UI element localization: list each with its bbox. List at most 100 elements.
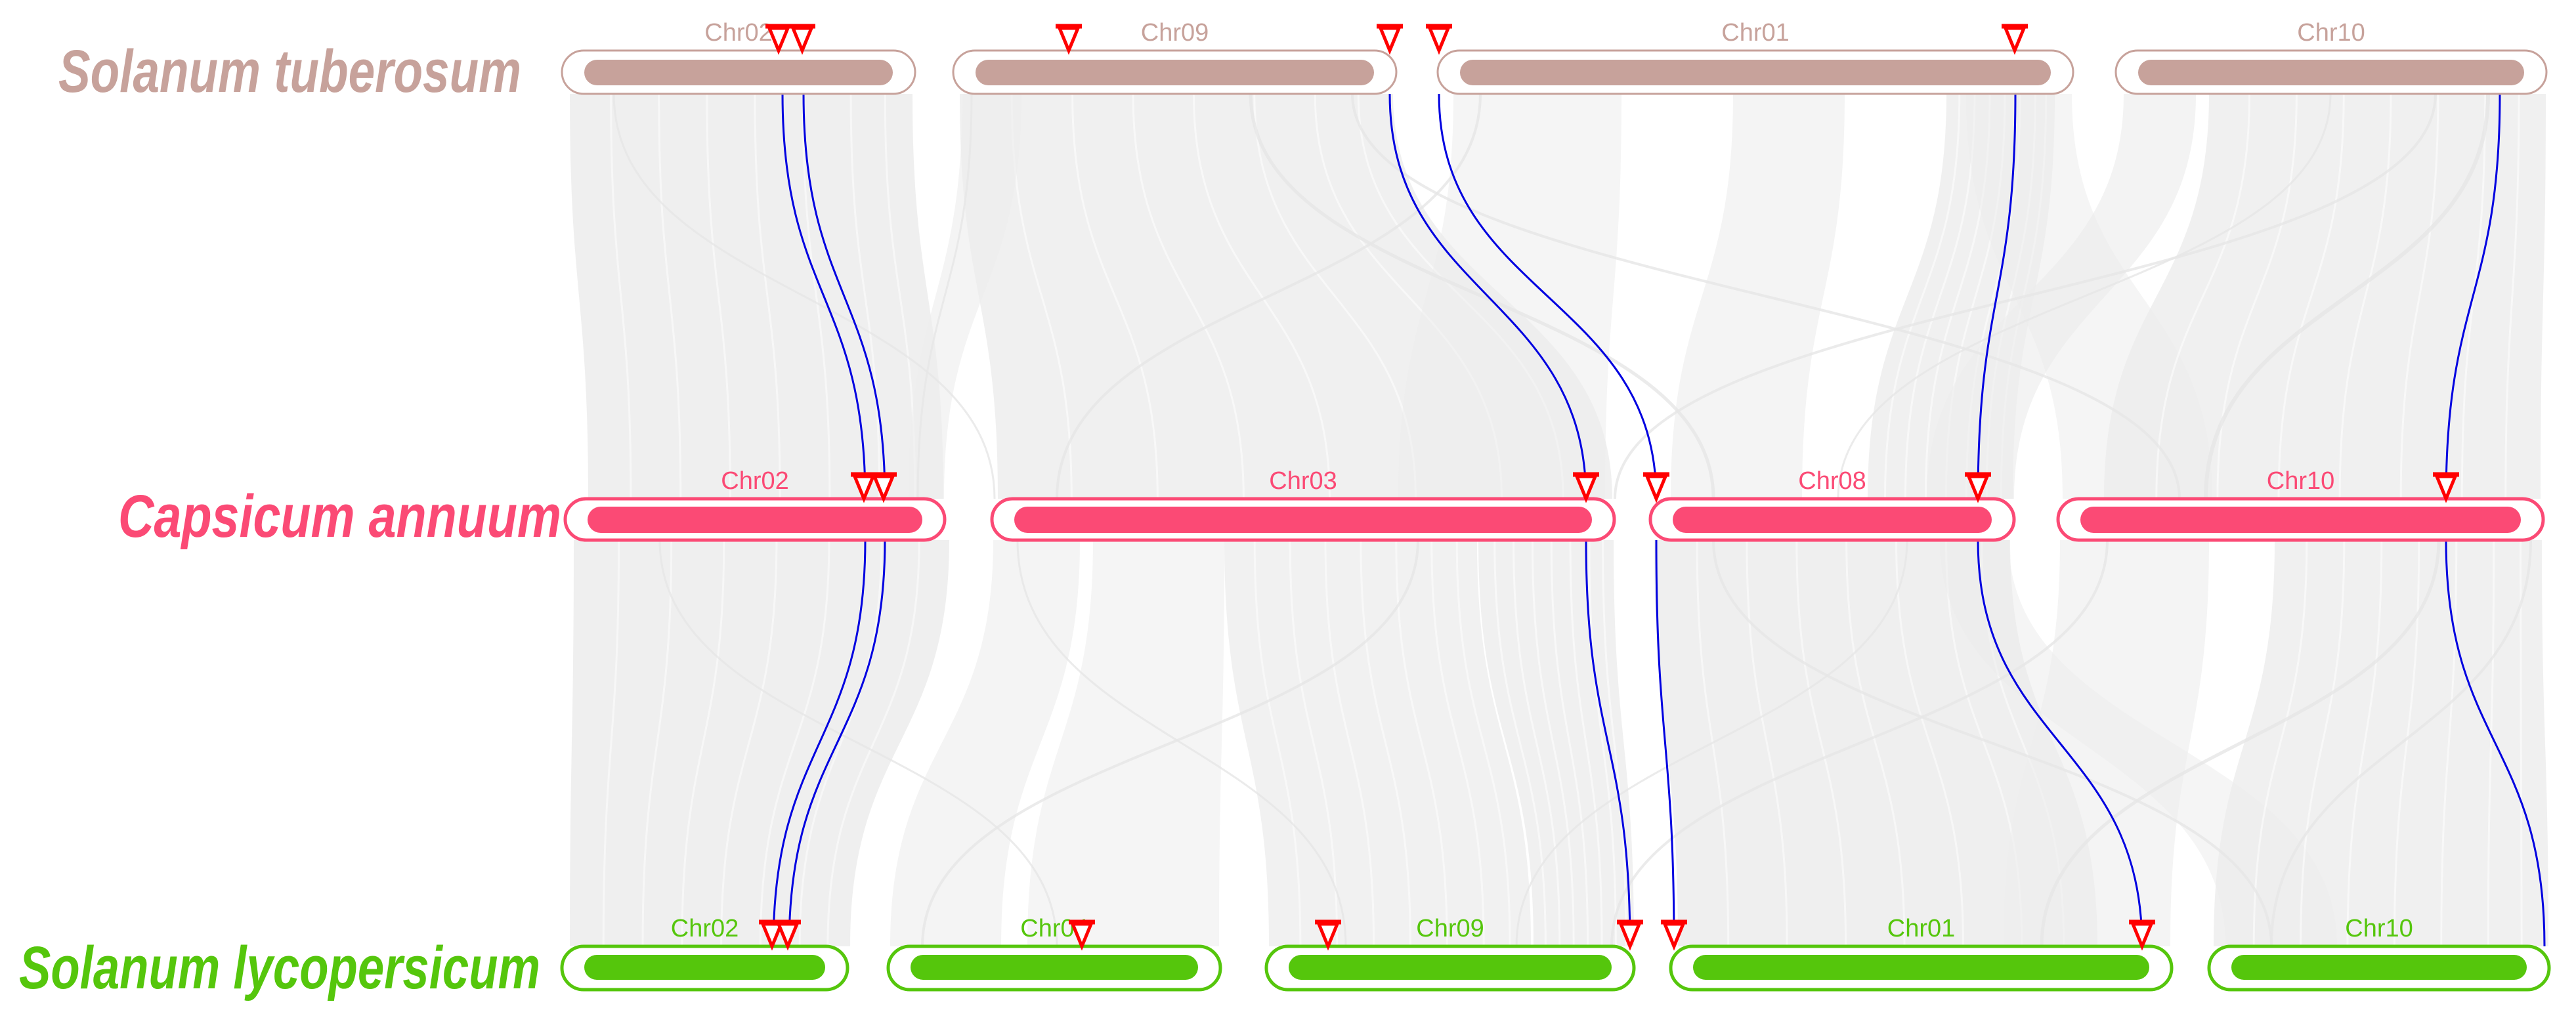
synteny-filament xyxy=(1016,539,1347,947)
chromosome-bar xyxy=(2080,507,2521,533)
ribbon-stripe xyxy=(1253,539,1302,947)
ribbon-stripe xyxy=(2338,93,2392,499)
highlight-link-top-segment xyxy=(1438,93,1658,499)
chromosome-bar xyxy=(1289,955,1612,980)
highlight-link-top-segment xyxy=(781,93,867,499)
synteny-ribbon xyxy=(2104,94,2546,499)
marker-triangle-icon xyxy=(790,26,814,55)
chromosome-bar xyxy=(2231,955,2527,980)
chromosome-label: Chr02 xyxy=(671,915,739,942)
ribbon-stripe xyxy=(1430,539,1485,947)
marker-triangle-icon xyxy=(1644,474,1668,503)
synteny-filament xyxy=(2270,539,2532,947)
synteny-ribbon xyxy=(1027,540,1224,946)
ribbon-stripe xyxy=(802,93,831,499)
chromosome-label: Chr09 xyxy=(1141,19,1209,47)
ribbon-stripe xyxy=(1795,539,1847,947)
ribbon-stripe xyxy=(1395,539,1448,947)
marker-triangle-icon xyxy=(2003,26,2027,55)
ribbon-stripe xyxy=(1360,539,1411,947)
synteny-ribbon xyxy=(570,94,943,499)
synteny-filament xyxy=(1610,539,2109,947)
chromosome-bar xyxy=(2138,60,2524,85)
chromosome-label: Chr01 xyxy=(1887,915,1956,942)
ribbon-stripe xyxy=(2300,539,2346,947)
synteny-filaments-layer xyxy=(612,93,2532,947)
chromosome-label: Chr08 xyxy=(1798,467,1866,495)
chromosome-label: Chr02 xyxy=(721,467,789,495)
synteny-filament xyxy=(1614,93,2437,499)
synteny-ribbon xyxy=(1224,540,1531,946)
synteny-filament xyxy=(1712,539,2273,947)
ribbon-stripe xyxy=(2487,539,2495,947)
synteny-filament xyxy=(921,539,1419,947)
highlight-link-bottom-segment xyxy=(1977,539,2143,947)
ribbon-stripe xyxy=(1132,93,1245,499)
ribbon-stripe xyxy=(1569,539,1603,947)
synteny-filament xyxy=(612,93,996,499)
synteny-filament xyxy=(2040,539,2441,947)
synteny-filament xyxy=(1515,539,1908,947)
ribbon-stripe xyxy=(2504,93,2520,499)
ribbon-stripe xyxy=(2519,539,2523,947)
highlight-link-top-segment xyxy=(1977,93,2017,499)
chromosome-bar xyxy=(1460,60,2051,85)
chromosome-label: Chr10 xyxy=(2297,19,2365,47)
chromosome-label: Chr09 xyxy=(1416,915,1484,942)
highlight-link-top-segment xyxy=(1388,93,1587,499)
ribbon-stripe xyxy=(658,93,682,499)
highlight-link-top-segment xyxy=(2445,93,2501,499)
ribbon-stripe xyxy=(1904,93,1976,499)
marker-triangle-icon xyxy=(1378,26,1402,55)
chromosome-label: Chr03 xyxy=(1269,467,1337,495)
chromosome-bar xyxy=(584,60,893,85)
chromosome-bar xyxy=(911,955,1198,980)
ribbon-stripe xyxy=(1071,93,1159,499)
ribbon-stripe xyxy=(1845,539,1906,947)
marker-triangle-icon xyxy=(1427,26,1451,55)
gene-markers-layer xyxy=(759,24,2459,951)
marker-triangle-icon xyxy=(1057,26,1081,55)
synteny-ribbon xyxy=(1671,94,1845,499)
synteny-filament xyxy=(658,539,1058,947)
chromosome-label: Chr01 xyxy=(1721,19,1790,47)
synteny-filament xyxy=(1351,93,2181,499)
chromosome-bar xyxy=(976,60,1374,85)
highlight-link-top-segment xyxy=(802,93,886,499)
chromosome-bar xyxy=(1693,955,2149,980)
ribbon-stripe xyxy=(706,93,731,499)
chromosomes-layer xyxy=(560,49,2551,992)
highlight-link-bottom-segment xyxy=(2445,539,2546,947)
ribbon-stripe xyxy=(610,93,632,499)
ribbon-stripe xyxy=(1895,539,1965,947)
ribbon-stripe xyxy=(2399,93,2439,499)
synteny-ribbon xyxy=(2214,540,2548,946)
ribbon-stripe xyxy=(1588,539,1617,947)
ribbon-stripe xyxy=(1884,93,1961,499)
ribbon-stripe xyxy=(1513,539,1561,947)
ribbon-stripe xyxy=(2252,539,2308,947)
chromosome-bar xyxy=(588,507,922,533)
synteny-ribbon xyxy=(890,540,1080,946)
ribbon-stripe xyxy=(2277,93,2345,499)
ribbon-stripe xyxy=(1531,539,1575,947)
synteny-filament xyxy=(1837,93,2332,499)
ribbon-stripe xyxy=(1493,539,1547,947)
synteny-ribbon xyxy=(1398,94,1621,499)
ribbon-stripe xyxy=(1324,539,1375,947)
synteny-filament xyxy=(916,93,973,499)
ribbon-stripe xyxy=(1455,539,1511,947)
ribbon-stripe xyxy=(1192,93,1331,499)
synteny-filament xyxy=(1056,93,1482,499)
synteny-ribbon xyxy=(1478,540,1634,946)
synteny-ribbon xyxy=(570,540,949,946)
highlight-link-bottom-segment xyxy=(772,539,867,947)
chromosome-bar xyxy=(1673,507,1992,533)
highlight-link-bottom-segment xyxy=(1655,539,1675,947)
ribbon-stripe xyxy=(826,539,920,947)
species-label: Solanum lycopersicum xyxy=(19,935,540,1001)
ribbon-stripe xyxy=(602,539,620,947)
synteny-filament xyxy=(2204,93,2490,499)
